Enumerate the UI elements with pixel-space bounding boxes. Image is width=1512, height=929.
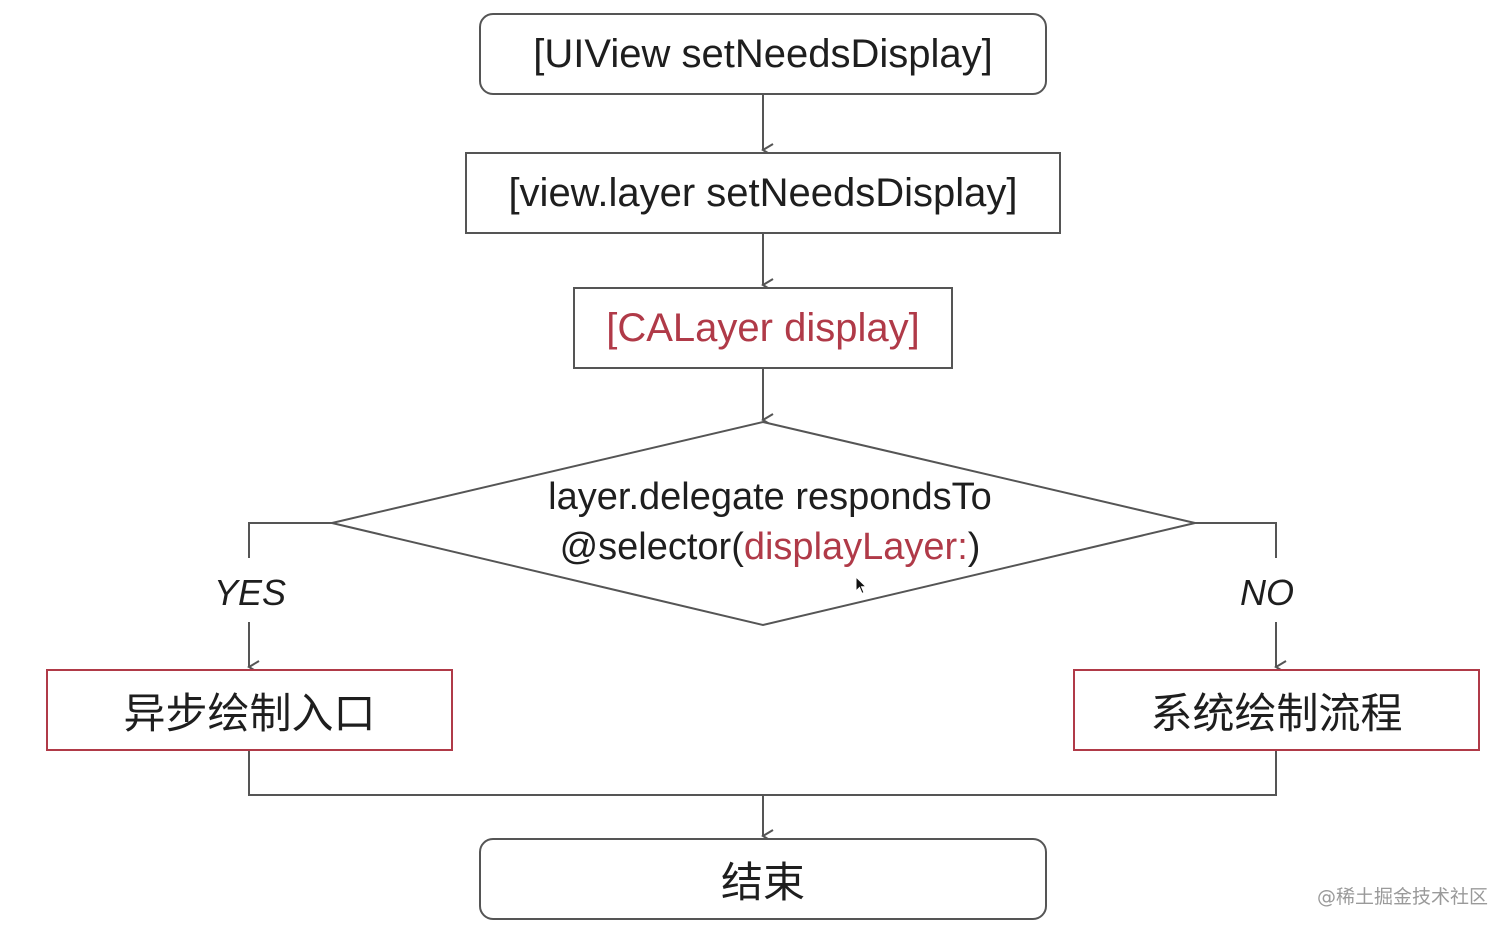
- calayer-display-node: [CALayer display]: [573, 287, 953, 369]
- start-node: [UIView setNeedsDisplay]: [479, 13, 1047, 95]
- decision-selector-prefix: @selector(: [559, 526, 744, 568]
- watermark-text: @稀土掘金技术社区: [1316, 886, 1488, 908]
- decision-text-line1: layer.delegate respondsTo: [548, 476, 992, 518]
- end-node-label: 结束: [720, 857, 805, 907]
- decision-text-line2: @selector(displayLayer:): [440, 526, 1100, 569]
- cursor-arrow-icon: [855, 576, 868, 595]
- merge-line: [248, 751, 1277, 796]
- layer-set-needs-display-label: [view.layer setNeedsDisplay]: [508, 170, 1018, 215]
- decision-diamond: [331, 420, 1196, 627]
- start-node-label: [UIView setNeedsDisplay]: [533, 31, 993, 76]
- layer-set-needs-display-node: [view.layer setNeedsDisplay]: [465, 152, 1061, 234]
- yes-branch-label: YES: [214, 572, 287, 613]
- yes-branch-line-top: [248, 522, 332, 558]
- async-entry-label: 异步绘制入口: [123, 688, 376, 738]
- no-branch-line-top: [1195, 522, 1277, 558]
- decision-selector-highlight: displayLayer:: [743, 526, 968, 568]
- calayer-display-label: [CALayer display]: [606, 305, 920, 350]
- system-flow-node: 系统绘制流程: [1073, 669, 1480, 751]
- end-node: 结束: [479, 838, 1047, 920]
- system-flow-label: 系统绘制流程: [1150, 688, 1403, 738]
- no-branch-label: NO: [1240, 572, 1294, 613]
- decision-selector-suffix: ): [967, 526, 981, 568]
- async-entry-node: 异步绘制入口: [46, 669, 453, 751]
